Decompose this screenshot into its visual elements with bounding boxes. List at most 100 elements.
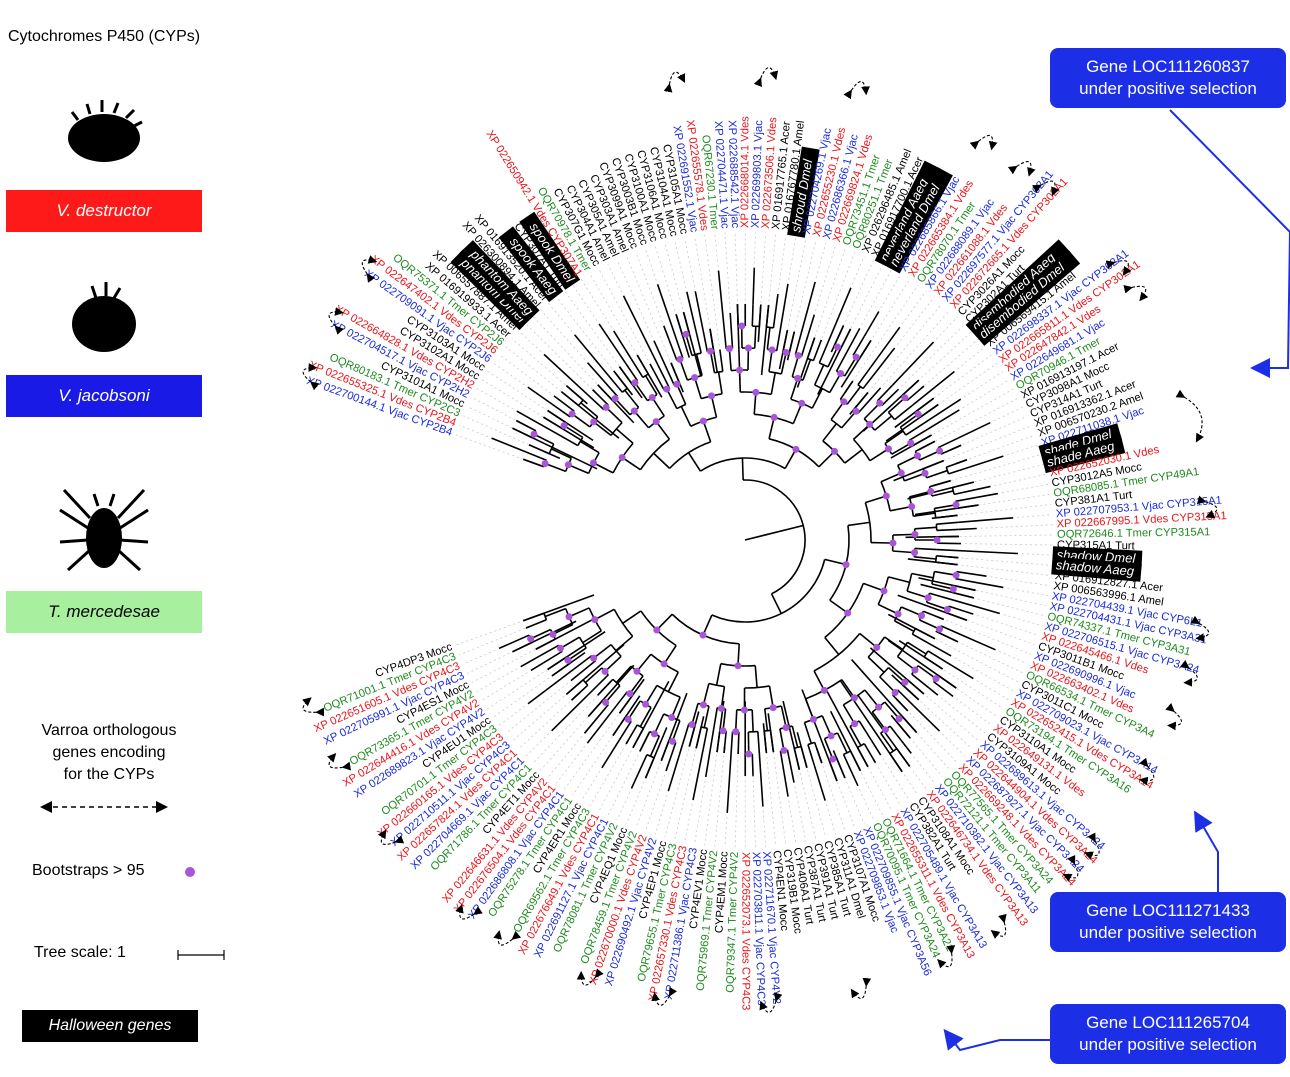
bootstrap-dot (590, 654, 598, 662)
bootstrap-dot (851, 720, 859, 728)
bootstrap-dot (682, 330, 690, 338)
leaf-guide-line (635, 696, 686, 829)
ortholog-legend-arrow (40, 801, 168, 813)
leaf-guide-line (540, 309, 586, 360)
bootstrap-dot (936, 625, 944, 633)
tree-branch (792, 403, 803, 424)
tree-branch (551, 689, 594, 732)
tree-branch (515, 419, 537, 432)
leaf-guide-line (815, 242, 827, 279)
callout-line: under positive selection (1079, 79, 1257, 98)
tree-branch (828, 760, 838, 782)
t-mercedesae-silhouette-icon (59, 488, 149, 572)
tree-branch (766, 327, 771, 350)
tree-branch (644, 685, 658, 705)
ortholog-legend-line: genes encoding (52, 744, 166, 761)
bootstrap-dot (820, 686, 828, 694)
tree-branch (880, 472, 902, 483)
ortholog-arrow (1062, 854, 1079, 882)
bootstrap-dot (891, 688, 899, 696)
bootstrap-dot (932, 675, 940, 683)
tree-branch (644, 757, 655, 779)
bootstrap-dot (897, 469, 905, 477)
tree-branch (865, 495, 887, 504)
tree-branch (651, 397, 665, 417)
tree-branch (911, 633, 932, 646)
tree-branch (586, 362, 604, 381)
tree-branch (900, 606, 922, 617)
tree-branch (877, 603, 899, 615)
tree-branch (753, 392, 757, 415)
ortholog-arrow (302, 697, 325, 717)
tree-branch (889, 505, 912, 512)
tree-branch (946, 661, 974, 680)
tree-branch (835, 757, 846, 779)
leaf-guide-line (532, 316, 632, 421)
leaf-guide-line (913, 756, 935, 784)
tree-branch (702, 420, 712, 443)
tree-branch (934, 504, 957, 510)
tree-branch (926, 601, 948, 611)
tree-branch (525, 451, 547, 461)
tree-branch (702, 614, 713, 636)
tree-branch (680, 406, 692, 427)
leaf-guide-line (852, 303, 943, 412)
tree-branch (660, 739, 670, 761)
tree-branch (516, 410, 560, 436)
leaf-guide-line (704, 234, 720, 346)
tree-branch (790, 771, 795, 783)
bootstrap-dot (827, 732, 835, 740)
tree-branch (751, 753, 754, 776)
tree-branch (856, 747, 869, 768)
bootstrap-dot (829, 755, 837, 763)
leaf-guide-line (511, 646, 622, 742)
bootstrap-dot (631, 379, 639, 387)
tree-branch (593, 462, 614, 474)
tree-branch (775, 293, 779, 307)
bootstrap-dot (889, 539, 897, 547)
tree-branch (839, 380, 854, 400)
tree-branch (717, 270, 725, 328)
bootstrap-dots (527, 322, 960, 763)
tree-branch (567, 647, 587, 661)
tree-branch (693, 377, 702, 399)
tree-branch (915, 627, 936, 640)
tree-branch (784, 448, 797, 469)
tree-branch (874, 415, 893, 431)
leaf-guide-line (525, 733, 550, 757)
tree-branch (720, 686, 726, 709)
tree-branch (530, 662, 544, 672)
tree-branch (936, 548, 1018, 555)
tree-branch (915, 397, 935, 413)
tree-branch (975, 485, 991, 491)
tree-branch (543, 650, 563, 664)
tree-branch (830, 401, 845, 421)
tree-branch (936, 555, 959, 559)
tree-branch (956, 504, 979, 510)
tree-branch (870, 739, 882, 756)
tree-branch (618, 695, 634, 714)
tree-branch (978, 574, 987, 577)
tree-branch (846, 327, 861, 353)
tree-branch (863, 743, 877, 764)
tree-branch (927, 650, 948, 664)
tree-branch (870, 326, 901, 368)
leaf-guide-line (922, 397, 1019, 449)
tree-branch (852, 423, 871, 440)
bootstrap-dot (921, 469, 929, 477)
tree-branch (950, 598, 1001, 615)
callout-line: Gene LOC111260837 (1086, 57, 1250, 76)
tree-branch (734, 709, 738, 732)
tree-branch (658, 367, 670, 389)
bootstrap-dot (852, 407, 860, 415)
tree-branch (931, 583, 954, 590)
tree-branch (512, 427, 533, 439)
tree-branch (889, 725, 905, 744)
tree-branch (580, 402, 599, 418)
tree-branch (857, 366, 872, 386)
leaf-guide-line (459, 627, 526, 656)
leaf-guide-line (525, 323, 593, 390)
leaf-guide-line (589, 743, 627, 807)
